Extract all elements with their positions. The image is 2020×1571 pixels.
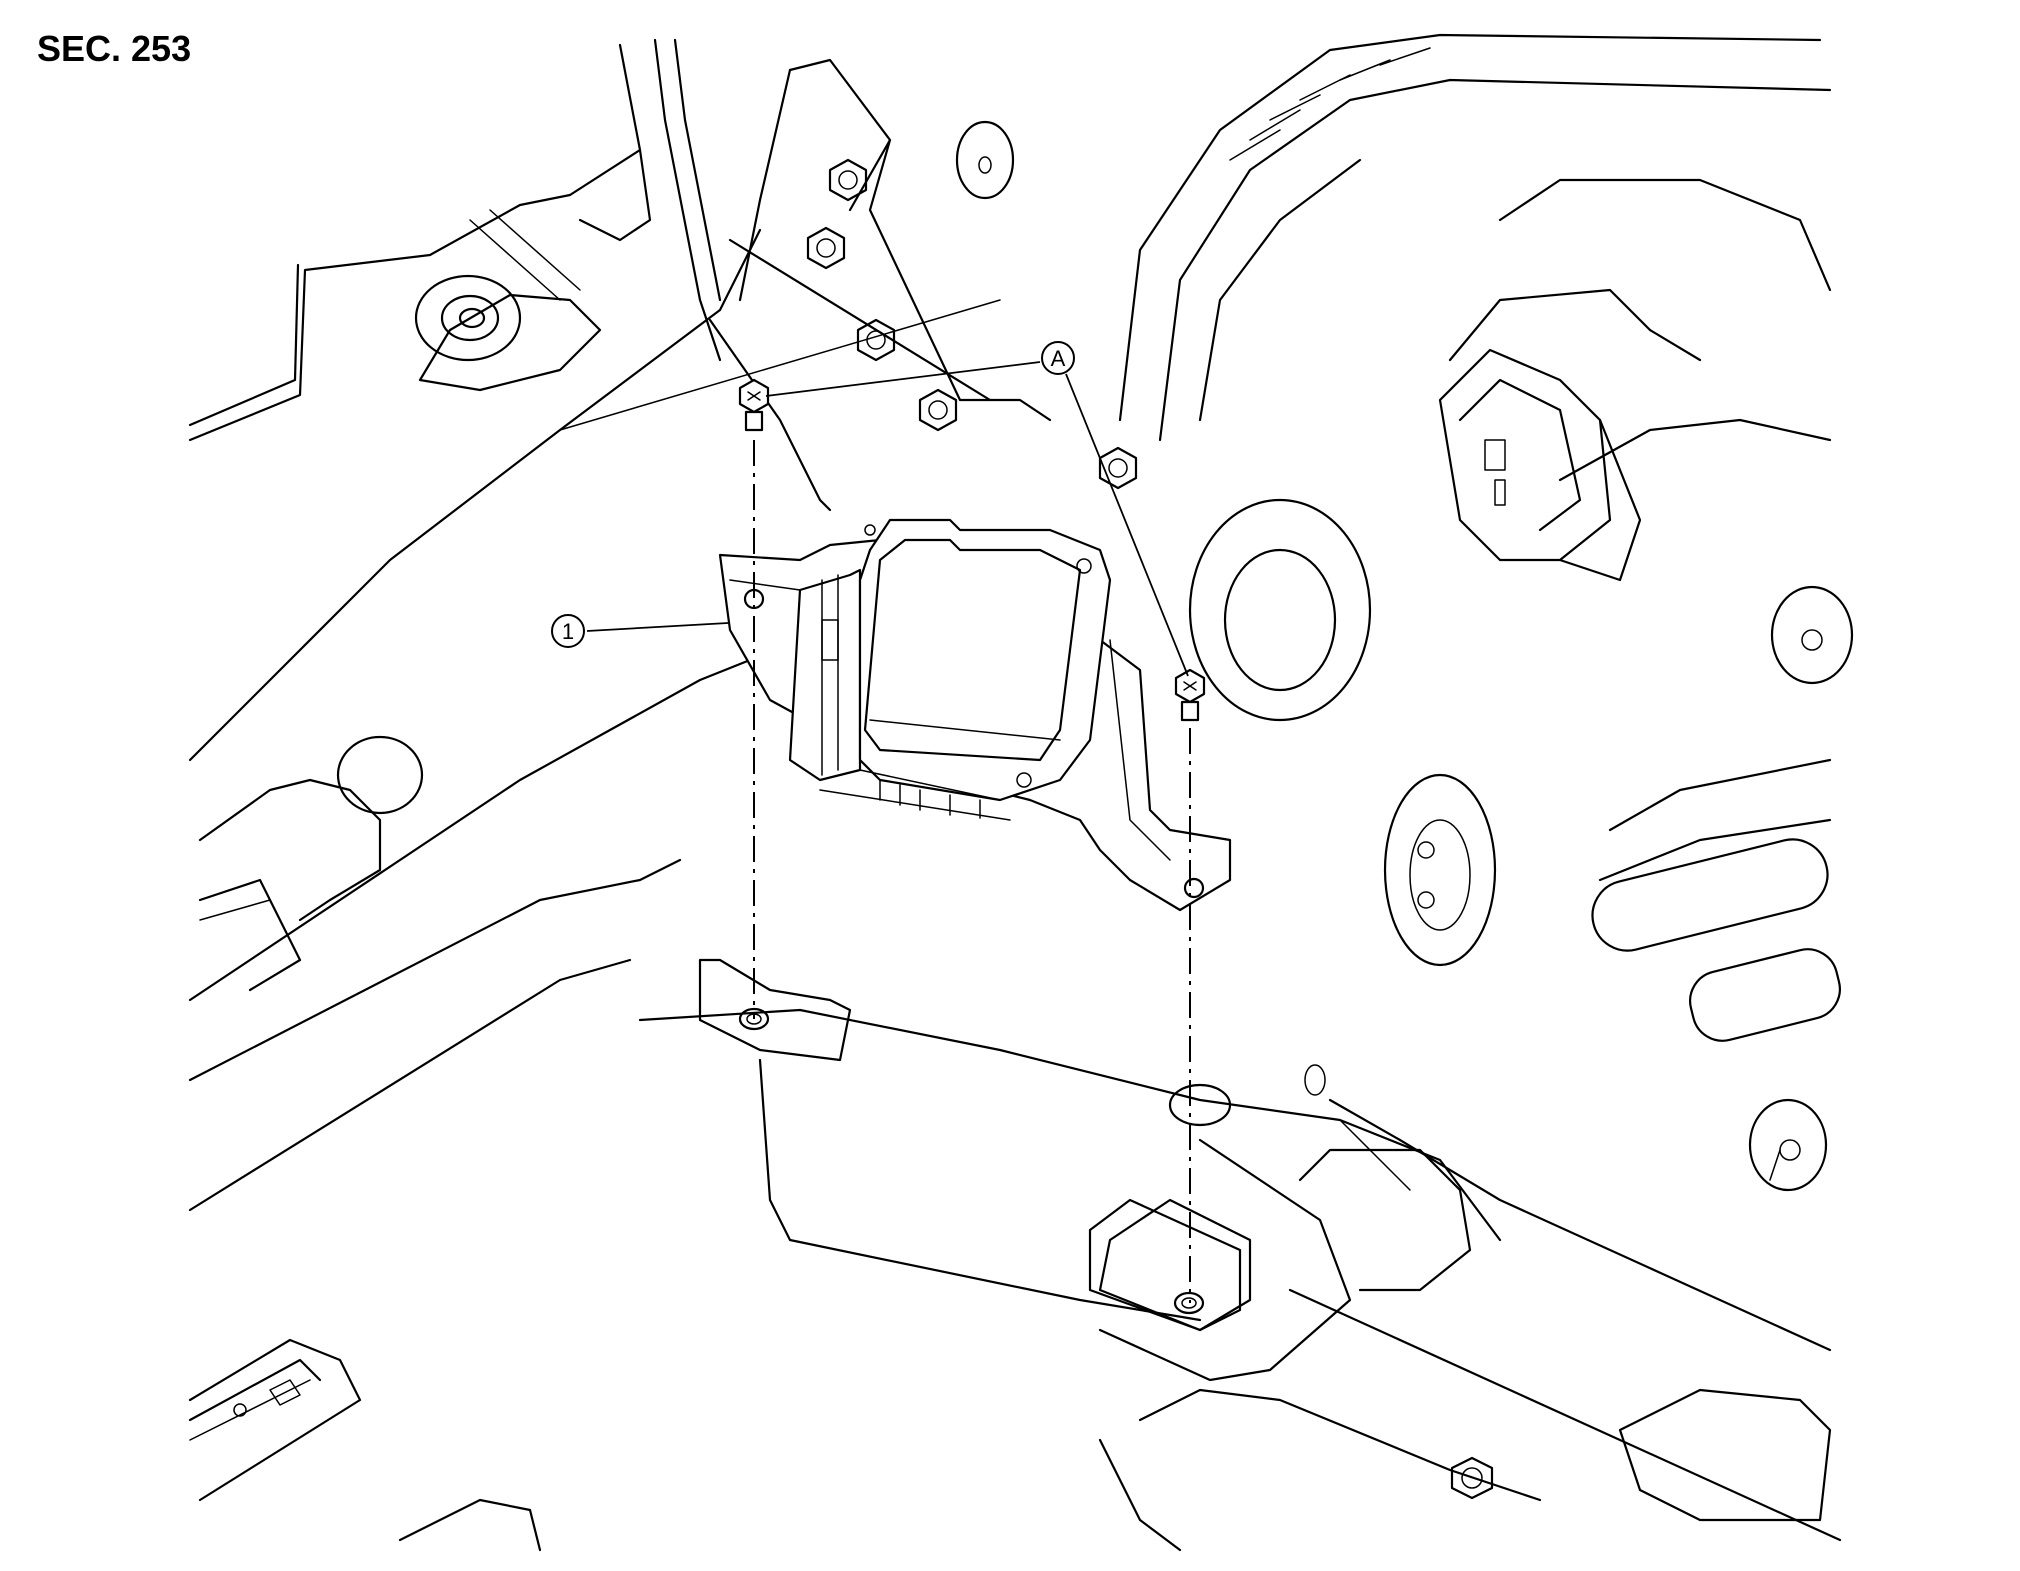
hex-nut-icon — [1098, 446, 1138, 490]
bolt-icon — [738, 378, 770, 432]
grommet-icon — [1748, 1098, 1828, 1192]
section-label: SEC. 253 — [37, 28, 192, 69]
leader-1 — [586, 622, 729, 632]
bolt-a-left — [738, 378, 770, 432]
hex-nut-icon — [918, 388, 958, 432]
leader-a-right — [1065, 373, 1189, 677]
bolt-icon — [1174, 668, 1206, 722]
grommet-icon — [414, 274, 522, 362]
callout-a-label: A — [1051, 346, 1066, 371]
callout-1: 1 — [551, 614, 585, 648]
grommet-icon — [1770, 585, 1854, 685]
hex-nut-icon — [1450, 1456, 1494, 1500]
callout-a: A — [1041, 341, 1075, 375]
cross-member — [638, 1008, 1842, 1552]
callout-1-label: 1 — [562, 619, 574, 644]
wheel-housing — [1118, 33, 1854, 1192]
control-unit-assembly — [718, 518, 1232, 912]
hex-nut-icon — [828, 158, 868, 202]
leader-a-left — [765, 361, 1041, 397]
hex-nut-icon — [806, 226, 846, 270]
bolt-a-right — [1174, 668, 1206, 722]
floor-mount-points — [698, 958, 1242, 1332]
upper-left-panel — [188, 43, 652, 442]
center-pillar — [653, 38, 1138, 512]
lower-left-rail — [188, 1338, 542, 1552]
